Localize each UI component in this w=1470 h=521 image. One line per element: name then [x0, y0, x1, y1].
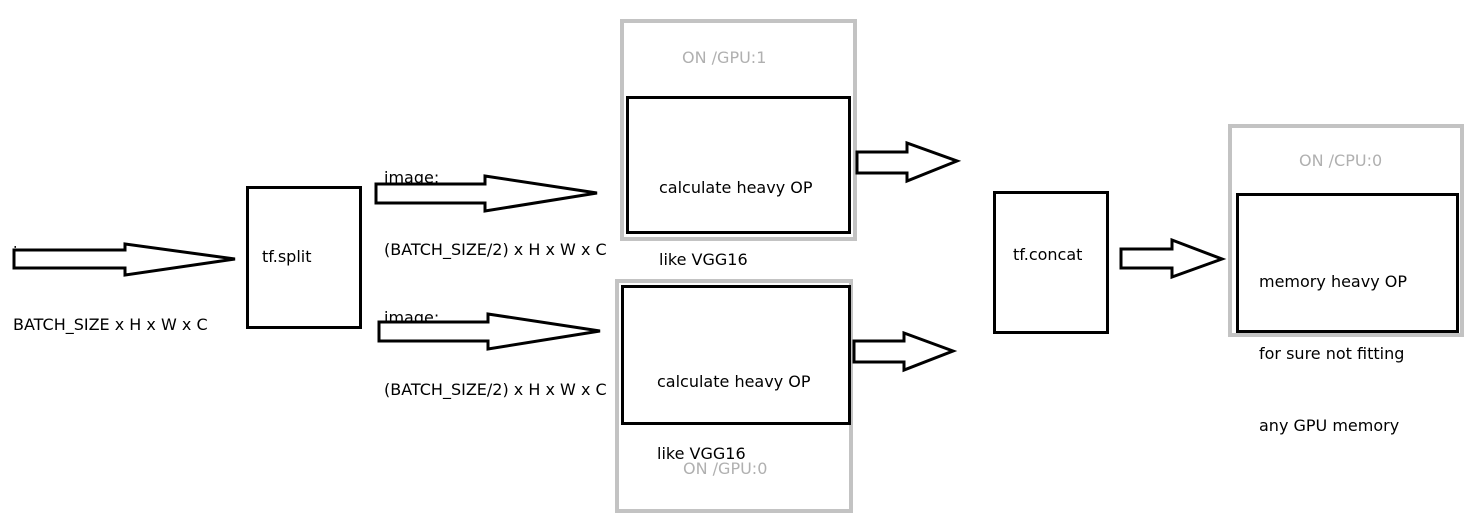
split-label: tf.split [262, 247, 312, 266]
top-branch-input-line1: image: [384, 168, 440, 187]
gpu1-device-label: ON /GPU:1 [682, 48, 767, 67]
gpu1-op-label: calculate heavy OP like VGG16 [659, 128, 813, 320]
gpu1-op-line1: calculate heavy OP [659, 178, 813, 197]
cpu0-op-node: memory heavy OP for sure not fitting any… [1236, 193, 1459, 435]
gpu0-op-node: calculate heavy OP like VGG16 [621, 285, 851, 463]
gpu1-op-node: calculate heavy OP like VGG16 [626, 96, 851, 269]
cpu0-device-frame: ON /CPU:0 memory heavy OP for sure not f… [1228, 124, 1464, 435]
cpu0-op-line1: memory heavy OP [1259, 272, 1407, 291]
split-node: tf.split [246, 186, 362, 329]
top-branch-input-label: image: (BATCH_SIZE/2) x H x W x C [384, 118, 607, 286]
bottom-branch-input-label: image: (BATCH_SIZE/2) x H x W x C [384, 258, 607, 426]
cpu0-device-label: ON /CPU:0 [1299, 151, 1383, 170]
gpu0-op-line2: like VGG16 [657, 444, 746, 463]
concat-label: tf.concat [1013, 245, 1083, 264]
top-branch-input-line2: (BATCH_SIZE/2) x H x W x C [384, 240, 607, 259]
gpu1-op-line2: like VGG16 [659, 250, 748, 269]
gpu0-op-label: calculate heavy OP like VGG16 [657, 322, 811, 514]
cpu0-op-label: memory heavy OP for sure not fitting any… [1259, 222, 1407, 486]
gpu1-device-frame: ON /GPU:1 calculate heavy OP like VGG16 [620, 19, 857, 269]
cpu0-op-line2: for sure not fitting [1259, 344, 1405, 363]
cpu0-op-line3: any GPU memory [1259, 416, 1400, 435]
gpu0-device-frame: calculate heavy OP like VGG16 ON /GPU:0 [615, 279, 853, 513]
input-label-line2: BATCH_SIZE x H x W x C [13, 315, 208, 334]
concat-node: tf.concat [993, 191, 1109, 334]
gpu0-op-line1: calculate heavy OP [657, 372, 811, 391]
gpu0-device-label: ON /GPU:0 [683, 459, 768, 478]
bottom-branch-input-line2: (BATCH_SIZE/2) x H x W x C [384, 380, 607, 399]
